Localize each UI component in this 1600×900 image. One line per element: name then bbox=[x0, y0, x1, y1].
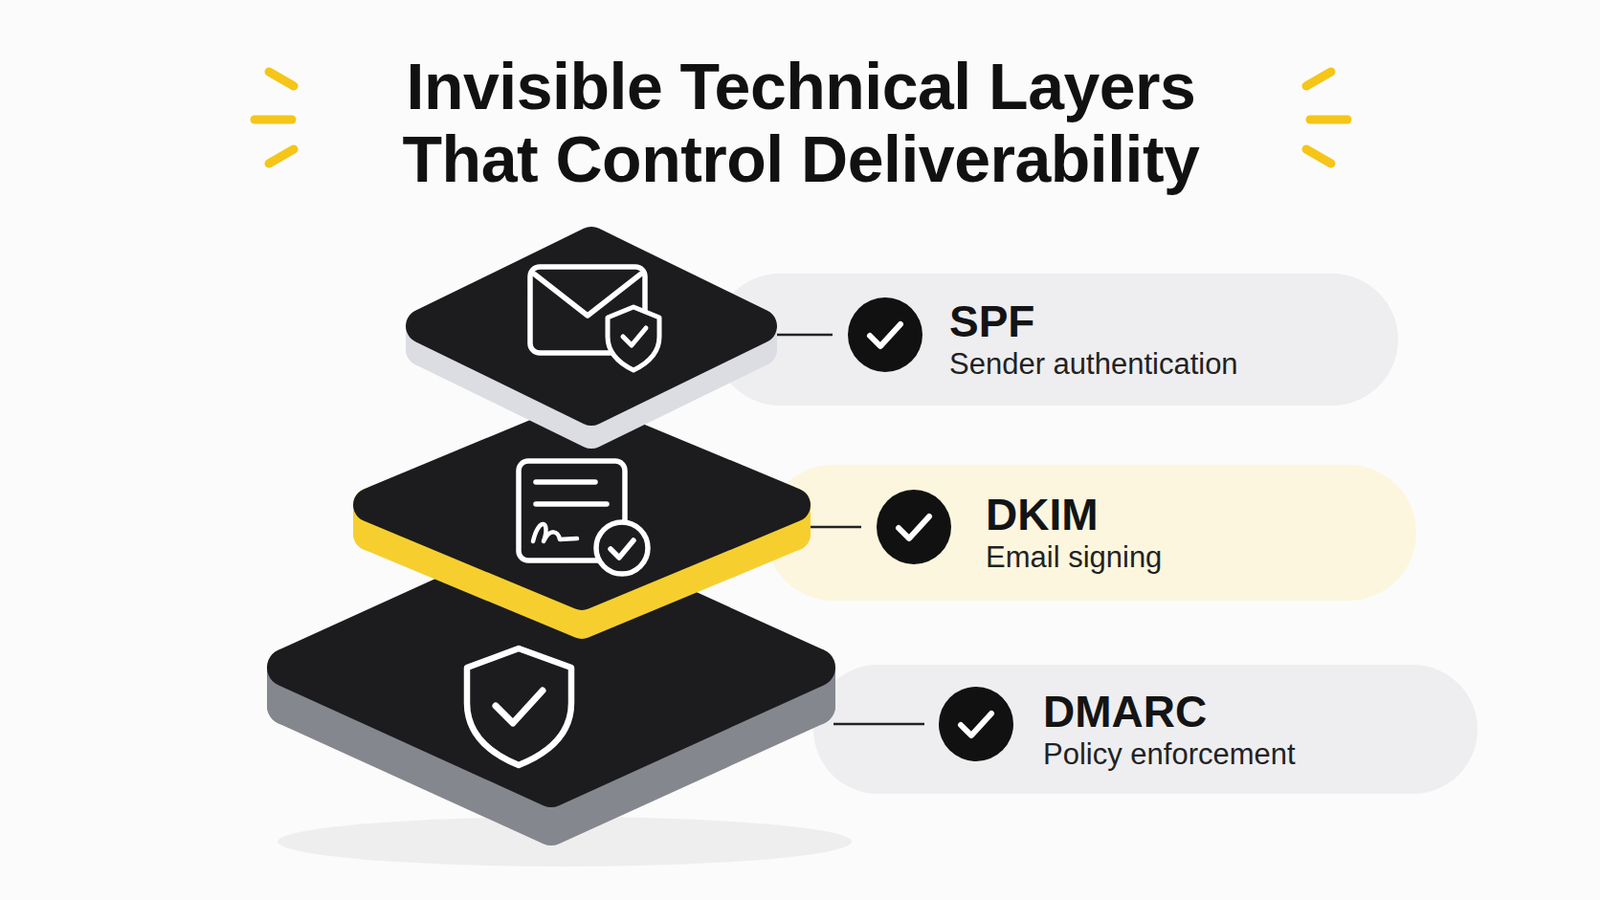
badge-icon bbox=[596, 522, 648, 575]
layer-name: DMARC bbox=[1043, 687, 1478, 737]
shield-icon bbox=[607, 307, 660, 371]
sparkle-stroke bbox=[1306, 71, 1332, 87]
layer-label-pill: DKIMEmail signing bbox=[765, 465, 1417, 601]
layer-description: Sender authentication bbox=[949, 346, 1399, 383]
document-lines bbox=[535, 482, 607, 505]
check-icon bbox=[622, 328, 646, 346]
check-mark bbox=[898, 516, 930, 539]
layer-name: DKIM bbox=[985, 489, 1417, 540]
sparkle-stroke bbox=[1310, 115, 1348, 125]
layer-tile bbox=[370, 417, 794, 623]
leader-line bbox=[833, 723, 925, 727]
check-circle bbox=[938, 687, 1014, 762]
check-icon bbox=[610, 540, 634, 558]
sparkle-stroke bbox=[268, 149, 294, 164]
check-mark bbox=[960, 713, 992, 736]
layer-tile bbox=[422, 244, 760, 432]
layer-label-pill: SPFSender authentication bbox=[713, 273, 1399, 406]
leader-line bbox=[775, 333, 833, 337]
check-mark bbox=[869, 324, 901, 347]
check-circle bbox=[847, 297, 923, 373]
shield-icon bbox=[466, 648, 572, 766]
check-icon bbox=[495, 690, 543, 724]
sparkle-stroke bbox=[1306, 149, 1332, 164]
layer-description: Email signing bbox=[985, 539, 1417, 577]
tile-top bbox=[422, 244, 760, 409]
sparkle-stroke bbox=[254, 115, 292, 125]
check-circle bbox=[876, 489, 952, 565]
leader-line bbox=[808, 526, 862, 530]
layer-description: Policy enforcement bbox=[1043, 736, 1478, 774]
sparkle-stroke bbox=[268, 71, 294, 87]
signature-icon bbox=[533, 524, 578, 542]
diagram-title: Invisible Technical Layers That Control … bbox=[360, 49, 1242, 196]
layer-name: SPF bbox=[949, 296, 1399, 347]
layer-label-pill: DMARCPolicy enforcement bbox=[813, 665, 1478, 795]
